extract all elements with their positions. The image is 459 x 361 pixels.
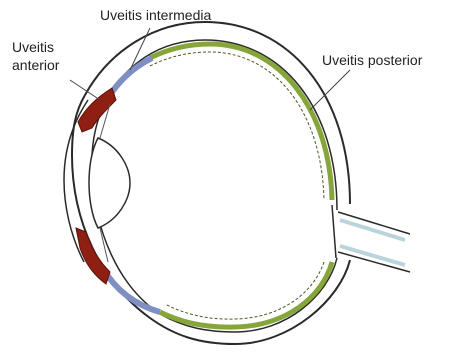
choroid-retina-lower — [160, 262, 332, 327]
label-uveitis-anterior-line2: anterior — [12, 57, 60, 73]
label-uveitis-intermedia: Uveitis intermedia — [100, 7, 211, 23]
intermediate-zone-upper — [112, 58, 152, 92]
lens — [89, 138, 130, 228]
retina-inner-line-upper — [150, 52, 324, 200]
label-uveitis-anterior-line1: Uveitis — [12, 39, 54, 55]
label-uveitis-posterior: Uveitis posterior — [322, 52, 423, 68]
intermediate-zone-lower — [104, 270, 160, 312]
optic-disc — [332, 205, 336, 258]
